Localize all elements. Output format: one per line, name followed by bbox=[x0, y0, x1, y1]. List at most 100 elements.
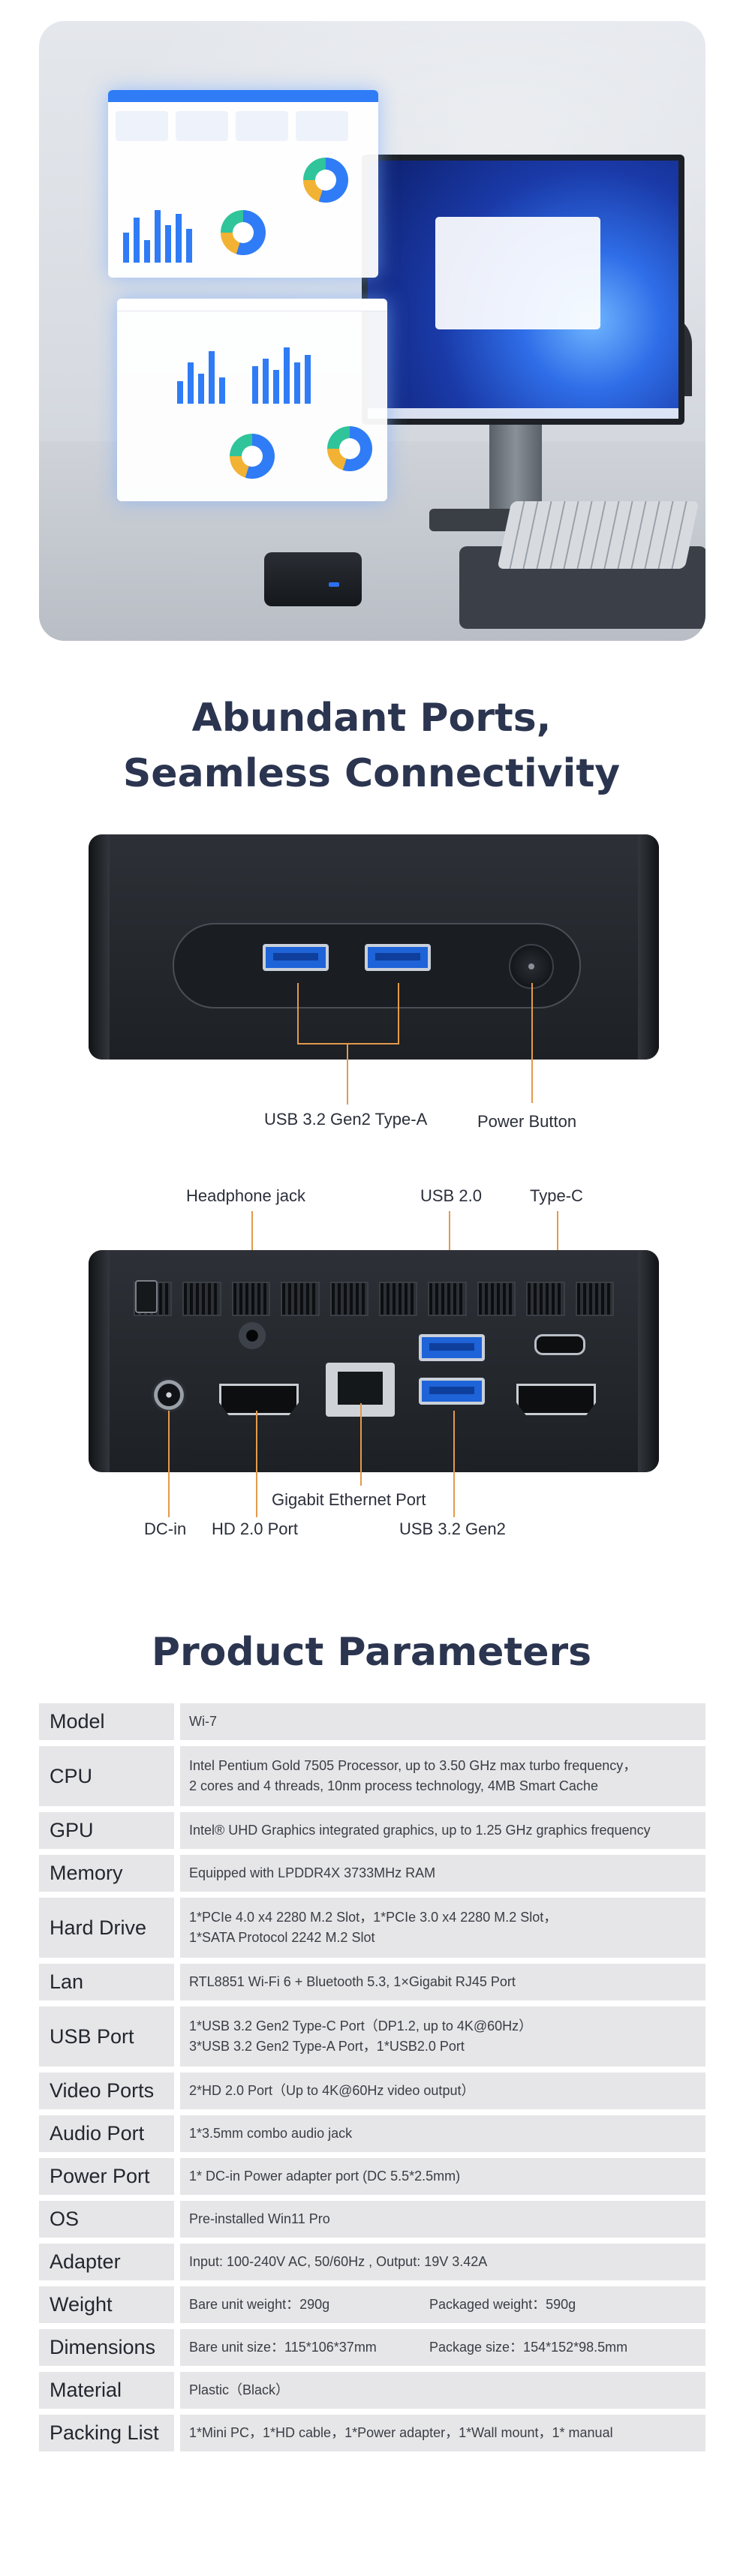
donut-chart-graphic bbox=[303, 158, 348, 203]
mini-pc-graphic bbox=[264, 552, 362, 606]
callout-ethernet: Gigabit Ethernet Port bbox=[272, 1490, 426, 1509]
kpi-card bbox=[296, 111, 348, 141]
spec-row-audio-port: Audio Port 1*3.5mm combo audio jack bbox=[39, 2115, 705, 2152]
kpi-card bbox=[176, 111, 228, 141]
ports-section-title: Abundant Ports,Seamless Connectivity bbox=[122, 696, 621, 796]
spec-value: 1* DC-in Power adapter port (DC 5.5*2.5m… bbox=[180, 2158, 705, 2195]
spec-label: Lan bbox=[39, 1964, 174, 2000]
callout-type-c: Type-C bbox=[530, 1186, 583, 1205]
callout-line bbox=[360, 1403, 362, 1486]
callout-dc-in: DC-in bbox=[144, 1519, 187, 1538]
dashboard-panel-graphic bbox=[108, 90, 378, 278]
spec-row-adapter: Adapter Input: 100-240V AC, 50/60Hz , Ou… bbox=[39, 2244, 705, 2280]
callout-line bbox=[398, 983, 399, 1043]
callout-line bbox=[297, 1043, 399, 1045]
spec-label: Video Ports bbox=[39, 2073, 174, 2109]
callout-line bbox=[256, 1411, 257, 1517]
callout-line bbox=[168, 1411, 170, 1517]
dashboard-panel-graphic bbox=[117, 299, 387, 501]
spec-row-model: Model Wi-7 bbox=[39, 1703, 705, 1740]
spec-value: Wi-7 bbox=[180, 1703, 705, 1740]
callout-line bbox=[531, 983, 533, 1103]
device-front-view bbox=[89, 834, 659, 1060]
spec-value: Pre-installed Win11 Pro bbox=[180, 2201, 705, 2238]
monitor-screen bbox=[368, 161, 678, 419]
usb-3-2-port bbox=[419, 1378, 485, 1405]
donut-chart-graphic bbox=[327, 426, 372, 471]
spec-row-usb-port: USB Port 1*USB 3.2 Gen2 Type-C Port（DP1.… bbox=[39, 2006, 705, 2067]
spec-label: Material bbox=[39, 2372, 174, 2409]
bar-chart-graphic bbox=[177, 344, 225, 404]
callout-power-button: Power Button bbox=[477, 1112, 577, 1131]
spec-label: CPU bbox=[39, 1746, 174, 1806]
monitor-stand bbox=[489, 425, 542, 515]
callout-headphone-jack: Headphone jack bbox=[186, 1186, 306, 1205]
spec-value: Plastic（Black） bbox=[180, 2372, 705, 2409]
spec-label: GPU bbox=[39, 1812, 174, 1849]
donut-chart-graphic bbox=[230, 434, 275, 479]
callout-usb-type-a: USB 3.2 Gen2 Type-A bbox=[264, 1110, 428, 1129]
hd-port-icon bbox=[219, 1384, 299, 1415]
spec-value: Equipped with LPDDR4X 3733MHz RAM bbox=[180, 1855, 705, 1892]
hd-port-icon bbox=[516, 1384, 596, 1415]
spec-row-gpu: GPU Intel® UHD Graphics integrated graph… bbox=[39, 1812, 705, 1849]
spec-row-cpu: CPU Intel Pentium Gold 7505 Processor, u… bbox=[39, 1746, 705, 1806]
desktop-window-graphic bbox=[435, 217, 600, 329]
monitor-graphic bbox=[362, 155, 684, 425]
spec-value: 1*USB 3.2 Gen2 Type-C Port（DP1.2, up to … bbox=[180, 2006, 705, 2067]
headphone-jack-icon bbox=[239, 1322, 266, 1349]
spec-label: Adapter bbox=[39, 2244, 174, 2280]
spec-row-lan: Lan RTL8851 Wi-Fi 6 + Bluetooth 5.3, 1×G… bbox=[39, 1964, 705, 2000]
callout-usb-3-2: USB 3.2 Gen2 bbox=[399, 1519, 506, 1538]
spec-value: 1*PCIe 4.0 x4 2280 M.2 Slot，1*PCIe 3.0 x… bbox=[180, 1898, 705, 1958]
spec-label: Model bbox=[39, 1703, 174, 1740]
spec-table: Model Wi-7 CPU Intel Pentium Gold 7505 P… bbox=[39, 1703, 705, 2457]
usb-2-port bbox=[419, 1334, 485, 1361]
usb-type-a-port bbox=[365, 944, 431, 971]
spec-label: Hard Drive bbox=[39, 1898, 174, 1958]
spec-label: Packing List bbox=[39, 2415, 174, 2451]
spec-value: 1*Mini PC，1*HD cable，1*Power adapter，1*W… bbox=[180, 2415, 705, 2451]
cooling-vents bbox=[134, 1282, 615, 1318]
spec-value: Input: 100-240V AC, 50/60Hz , Output: 19… bbox=[180, 2244, 705, 2280]
kpi-card bbox=[236, 111, 288, 141]
kpi-card bbox=[116, 111, 168, 141]
spec-label: Audio Port bbox=[39, 2115, 174, 2152]
callout-line bbox=[297, 983, 299, 1043]
callout-hd-port: HD 2.0 Port bbox=[212, 1519, 298, 1538]
power-button-icon bbox=[509, 944, 554, 989]
spec-value: RTL8851 Wi-Fi 6 + Bluetooth 5.3, 1×Gigab… bbox=[180, 1964, 705, 2000]
taskbar-graphic bbox=[368, 408, 678, 419]
callout-line bbox=[347, 1043, 348, 1105]
hero-image bbox=[39, 21, 705, 641]
spec-label: Power Port bbox=[39, 2158, 174, 2195]
spec-row-material: Material Plastic（Black） bbox=[39, 2372, 705, 2409]
spec-label: OS bbox=[39, 2201, 174, 2238]
spec-row-memory: Memory Equipped with LPDDR4X 3733MHz RAM bbox=[39, 1855, 705, 1892]
usb-type-c-port bbox=[534, 1334, 585, 1355]
spec-value: 2*HD 2.0 Port（Up to 4K@60Hz video output… bbox=[180, 2073, 705, 2109]
bar-chart-graphic bbox=[252, 344, 311, 404]
spec-row-hard-drive: Hard Drive 1*PCIe 4.0 x4 2280 M.2 Slot，1… bbox=[39, 1898, 705, 1958]
keyboard-graphic bbox=[497, 501, 699, 569]
callout-line bbox=[453, 1411, 455, 1517]
spec-row-power-port: Power Port 1* DC-in Power adapter port (… bbox=[39, 2158, 705, 2195]
usb-port-icon bbox=[329, 582, 339, 587]
params-section-title: Product Parameters bbox=[151, 1630, 592, 1675]
dashboard-topbar bbox=[108, 90, 378, 102]
spec-value: 1*3.5mm combo audio jack bbox=[180, 2115, 705, 2152]
spec-value: Intel Pentium Gold 7505 Processor, up to… bbox=[180, 1746, 705, 1806]
spec-row-video-ports: Video Ports 2*HD 2.0 Port（Up to 4K@60Hz … bbox=[39, 2073, 705, 2109]
lock-slot-icon bbox=[135, 1280, 158, 1313]
callout-usb-2: USB 2.0 bbox=[420, 1186, 482, 1205]
spec-row-os: OS Pre-installed Win11 Pro bbox=[39, 2201, 705, 2238]
spec-label: Dimensions bbox=[39, 2329, 174, 2366]
spec-row-packing-list: Packing List 1*Mini PC，1*HD cable，1*Powe… bbox=[39, 2415, 705, 2451]
spec-value: Intel® UHD Graphics integrated graphics,… bbox=[180, 1812, 705, 1849]
spec-label: Memory bbox=[39, 1855, 174, 1892]
